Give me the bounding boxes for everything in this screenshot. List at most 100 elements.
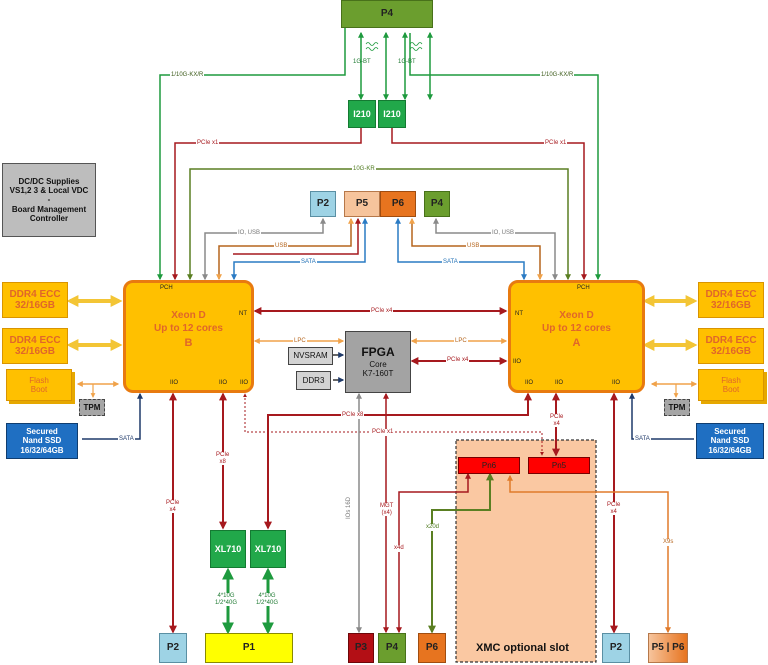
ddr-left-1: DDR4 ECC 32/16GB	[2, 282, 68, 318]
cpu-b-nt: NT	[239, 311, 247, 317]
fpga-box: FPGA Core K7-160T	[345, 331, 411, 393]
i210-right-box: I210	[378, 100, 406, 128]
xl710-right: XL710	[250, 530, 286, 568]
flash-right: Flash Boot	[698, 369, 764, 401]
p3-bottom-label: P3	[354, 642, 368, 654]
nvsram-box: NVSRAM	[288, 347, 333, 365]
cpu-b-letter: B	[184, 337, 193, 349]
supplies-box: DC/DC Supplies VS1,2 3 & Local VDC - Boa…	[2, 163, 96, 237]
p4-bottom-label: P4	[385, 642, 399, 654]
x4d-label: x4d	[393, 545, 405, 552]
p4-mid-box: P4	[424, 191, 450, 217]
ddr-left-2-label: DDR4 ECC 32/16GB	[9, 334, 61, 358]
pcie-x8-b-label: PCIe x8	[215, 452, 231, 466]
pcie-x4-a-mid-label: PCIe x4	[549, 414, 565, 428]
sata-nand-link-right	[629, 392, 694, 440]
fpga-line3: K7-160T	[362, 368, 394, 378]
gbe-left-label: 4*10G 1/2*40G	[214, 593, 239, 607]
xl710-left-label: XL710	[214, 543, 242, 554]
tpm-left-label: TPM	[83, 402, 101, 412]
p4-mid-label: P4	[430, 198, 444, 210]
p6-mid-box: P6	[380, 191, 416, 217]
ddr3-box: DDR3	[296, 371, 331, 390]
ios-label: IOs 16D	[346, 495, 353, 520]
pcie-x1-link-right	[391, 128, 587, 281]
kx-link-left	[157, 20, 348, 281]
pcie-x1-left-label: PCIe x1	[196, 140, 220, 147]
usb-left-label: USB	[274, 243, 289, 250]
pn6-label: Pn6	[481, 460, 497, 470]
ddr3-label: DDR3	[302, 375, 325, 385]
p6-bottom-label: P6	[425, 642, 439, 654]
tpm-right-label: TPM	[668, 402, 686, 412]
cpu-b-pch: PCH	[160, 285, 173, 291]
p6-mid-label: P6	[391, 198, 405, 210]
i210-left-box: I210	[348, 100, 376, 128]
flash-left: Flash Boot	[6, 369, 72, 401]
ddr-right-2: DDR4 ECC 32/16GB	[698, 328, 764, 364]
transformer-icon-left	[365, 42, 379, 51]
kx-left-label: 1/10G-KX/R	[170, 72, 205, 79]
flash-right-label: Flash Boot	[721, 375, 741, 394]
io-usb-link-right	[433, 217, 558, 281]
sata-nand-left-label: SATA	[118, 436, 135, 443]
pcie-x4-fpga-label: PCIe x4	[446, 357, 470, 364]
pcie-x1-right-label: PCIe x1	[544, 140, 568, 147]
xmc-title: XMC optional slot	[476, 642, 569, 654]
cpu-b-iio-3: IIO	[240, 380, 249, 387]
pcie-x1-cross-label: PCIe x1	[371, 429, 395, 436]
nand-right-label: Secured Nand SSD 16/32/64GB	[708, 427, 752, 455]
nand-right: Secured Nand SSD 16/32/64GB	[696, 423, 764, 459]
p5-mid-box: P5	[344, 191, 380, 217]
cpu-b-iio-1: IIO	[170, 380, 179, 387]
usb-right-label: USB	[466, 243, 481, 250]
xl710-left: XL710	[210, 530, 246, 568]
i210-right-label: I210	[383, 108, 401, 119]
x20d-link	[428, 472, 494, 634]
pcie-x4-b-label: PCIe x4	[165, 500, 181, 514]
cpu-a-iio-side: IIO	[513, 359, 522, 365]
p2-bottom-right: P2	[602, 633, 630, 663]
cpu-a-title-2: Up to 12 cores	[542, 323, 611, 334]
p4-top-label: P4	[380, 8, 394, 20]
io-usb-left-label: IO, USB	[237, 230, 262, 237]
nvsram-label: NVSRAM	[293, 351, 328, 361]
cpu-a-iio-3: IIO	[612, 380, 621, 387]
lpc-right-label: LPC	[454, 338, 468, 345]
cpu-b-iio-2: IIO	[219, 380, 228, 387]
cpu-a: PCH NT Xeon D Up to 12 cores A IIO IIO I…	[508, 280, 645, 393]
ddr-right-1: DDR4 ECC 32/16GB	[698, 282, 764, 318]
p2-bottom-right-label: P2	[609, 642, 623, 654]
cpu-a-nt: NT	[515, 311, 523, 317]
kr-label: 10G-KR	[352, 166, 376, 173]
cpu-b-title-1: Xeon D	[171, 310, 206, 321]
gbt-links	[358, 31, 433, 101]
pcie-x4-mid-label: PCIe x4	[370, 308, 394, 315]
ddr-right-1-label: DDR4 ECC 32/16GB	[705, 288, 757, 312]
p1-bottom-label: P1	[242, 642, 256, 654]
lpc-left-label: LPC	[293, 338, 307, 345]
ddr-left-1-label: DDR4 ECC 32/16GB	[9, 288, 61, 312]
p4-bottom: P4	[378, 633, 406, 663]
mgt-label: MGT (x4)	[379, 503, 395, 517]
cpu-a-iio-1: IIO	[525, 380, 534, 387]
sata-nand-link-left	[82, 392, 143, 440]
p1-bottom: P1	[205, 633, 293, 663]
p2-mid-box: P2	[310, 191, 336, 217]
sata-nand-right-label: SATA	[634, 436, 651, 443]
cpu-a-letter: A	[572, 337, 581, 349]
pcie-x4-a-label: PCIe x4	[606, 502, 622, 516]
p5p6-bottom-label: P5 | P6	[651, 642, 685, 654]
sata-link-right	[395, 217, 527, 281]
p5p6-bottom: P5 | P6	[648, 633, 688, 663]
nand-left: Secured Nand SSD 16/32/64GB	[6, 423, 78, 459]
pn6-box: Pn6	[458, 457, 520, 474]
kr-link	[187, 168, 571, 281]
cpu-a-iio-2: IIO	[555, 380, 564, 387]
nand-left-label: Secured Nand SSD 16/32/64GB	[20, 427, 64, 455]
i210-left-label: I210	[353, 108, 371, 119]
flash-left-label: Flash Boot	[29, 375, 49, 394]
pcie-x8-cross-link	[264, 392, 532, 530]
ddr-left-2: DDR4 ECC 32/16GB	[2, 328, 68, 364]
